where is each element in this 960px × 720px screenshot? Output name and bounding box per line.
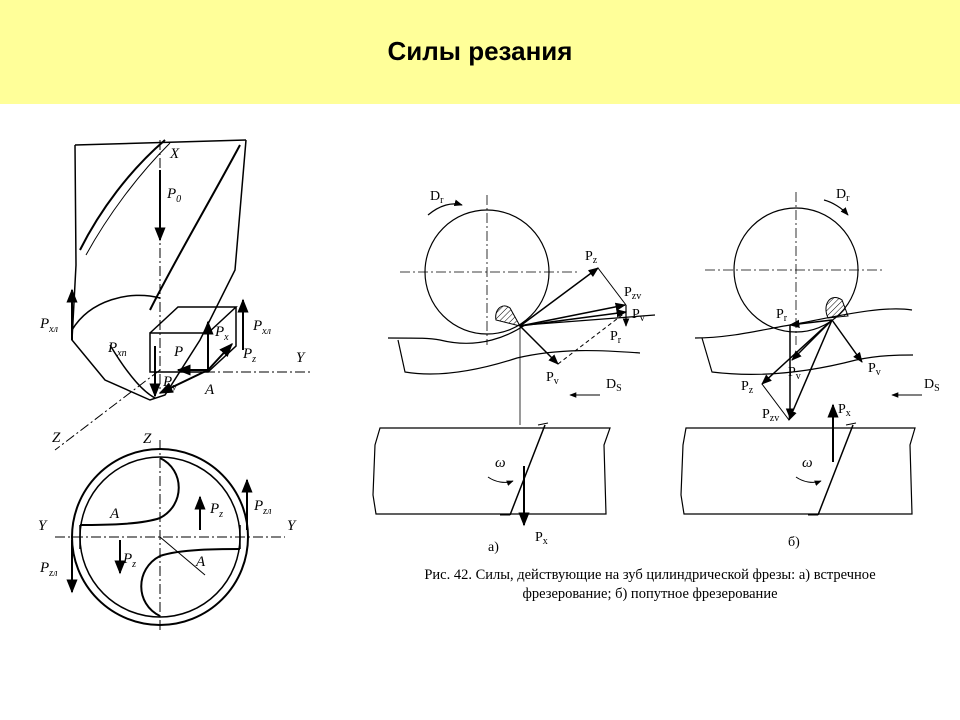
section-a-bottom-label: A <box>195 554 206 570</box>
figure-caption: Рис. 42. Силы, действующие на зуб цилинд… <box>424 567 876 602</box>
mill-a-pz-label: Pz <box>585 249 598 266</box>
drill-a-label: A <box>204 382 215 398</box>
drill-p-label: P <box>173 344 183 360</box>
mill-b-tag: б) <box>788 535 800 550</box>
mill-a-pr-label: Pr <box>610 329 622 346</box>
drill-diagram <box>54 139 310 451</box>
mill-a-pv-label: Pv <box>632 307 645 324</box>
drill-pxl-left-label: Pxл <box>39 316 59 335</box>
drill-z-label: Z <box>52 430 61 446</box>
mill-b-pzv-label: Pzv <box>762 407 779 424</box>
milling-diagram-b <box>680 192 922 516</box>
section-pzl-bottom-label: Pzл <box>39 560 58 579</box>
mill-b-px-label: Px <box>838 402 851 419</box>
drill-px-label: Px <box>214 324 229 343</box>
section-z-label: Z <box>143 431 152 447</box>
drill-pxp-label: Pxп <box>107 340 127 359</box>
section-y-left-label: Y <box>38 518 48 534</box>
drill-y-label: Y <box>296 350 306 366</box>
mill-a-dr-label: Dr <box>430 189 444 206</box>
mill-a-pzv-label: Pzv <box>624 285 641 302</box>
slide-title: Силы резания <box>387 36 573 66</box>
mill-a-py-label: Pv <box>546 370 559 387</box>
mill-a-ds-label: DS <box>606 377 622 394</box>
drill-cross-section <box>55 440 285 630</box>
drill-x-label: X <box>169 146 180 162</box>
section-pz-top-label: Pz <box>209 501 223 520</box>
drill-pz-label: Pz <box>242 346 256 365</box>
mill-b-pv2-label: Pv <box>868 361 881 378</box>
section-a-top-label: A <box>109 506 120 522</box>
title-bar <box>0 0 960 104</box>
mill-b-pv-label: Pv <box>788 365 801 382</box>
section-y-right-label: Y <box>287 518 297 534</box>
mill-b-ds-label: DS <box>924 377 940 394</box>
mill-a-omega-label: ω <box>495 455 506 471</box>
mill-b-pz-label: Pz <box>741 379 754 396</box>
mill-b-omega-label: ω <box>802 455 813 471</box>
mill-a-tag: а) <box>488 540 499 555</box>
mill-b-pr-label: Pr <box>776 307 788 324</box>
section-pzl-top-label: Pzл <box>253 498 272 517</box>
mill-a-px-label: Px <box>535 530 548 547</box>
milling-diagram-a <box>372 195 656 527</box>
drill-pxl-right-label: Pxл <box>252 318 272 337</box>
section-pz-bottom-label: Pz <box>122 551 136 570</box>
mill-b-dr-label: Dr <box>836 187 850 204</box>
drill-p0-label: P0 <box>166 186 181 205</box>
drill-py-label: Py <box>162 374 177 393</box>
